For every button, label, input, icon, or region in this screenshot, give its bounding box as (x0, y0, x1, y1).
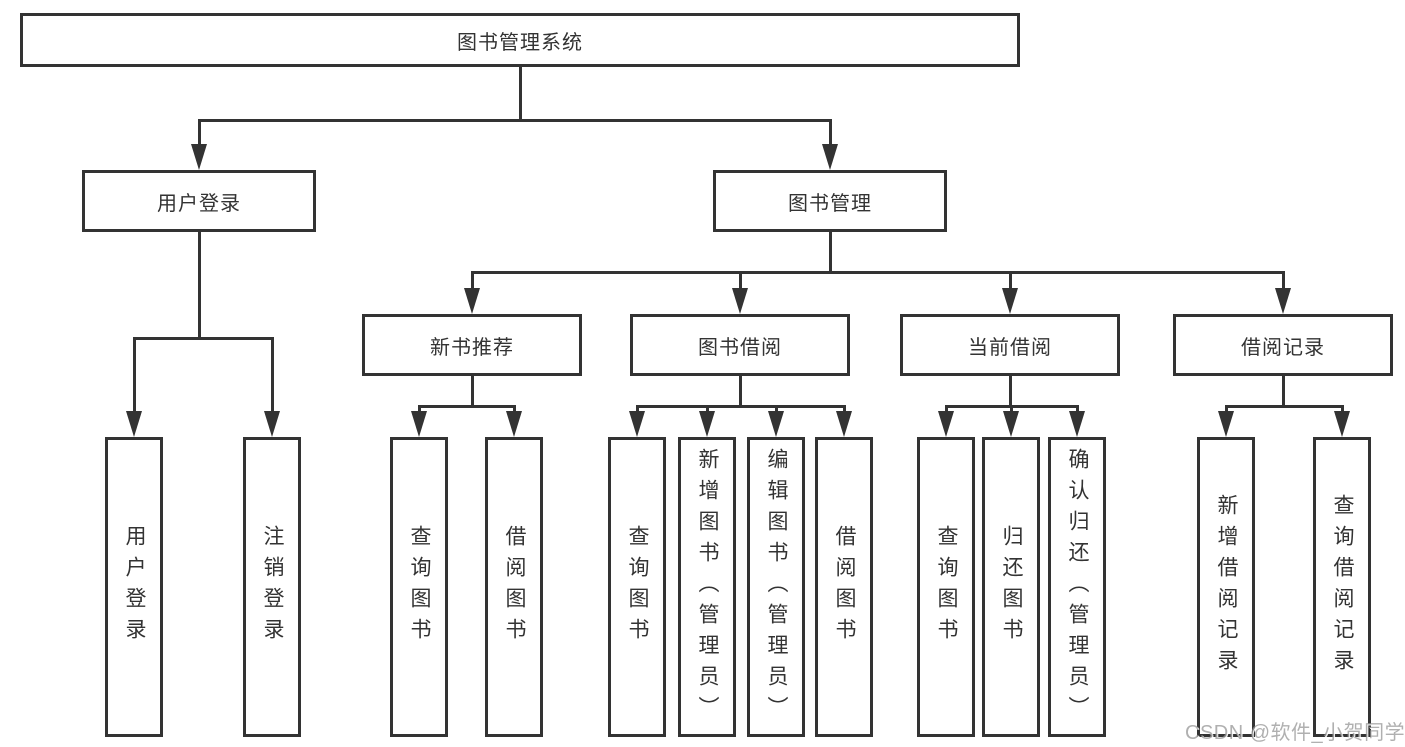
connector-vline (739, 376, 742, 406)
arrow-down-icon (1069, 411, 1085, 437)
arrow-down-icon (938, 411, 954, 437)
connector-vline (1010, 405, 1013, 414)
connector-vline (1225, 405, 1228, 414)
connector-vline (945, 405, 948, 414)
leaf-add-book-admin: 新增图书（管理员） (678, 437, 736, 737)
leaf-edit-book-admin: 编辑图书（管理员） (747, 437, 805, 737)
leaf-add-borrow-record: 新增借阅记录 (1197, 437, 1255, 737)
leaf-borrow-books-borrowing: 借阅图书 (815, 437, 873, 737)
leaf-confirm-return-admin: 确认归还（管理员） (1048, 437, 1106, 737)
csdn-watermark: CSDN @软件_小贺同学 (1185, 722, 1405, 744)
arrow-down-icon (1218, 411, 1234, 437)
connector-vline (829, 232, 832, 273)
node-new-book-recommendation: 新书推荐 (362, 314, 582, 376)
connector-vline (1009, 271, 1012, 291)
connector-vline (471, 376, 474, 406)
node-current-borrowing: 当前借阅 (900, 314, 1120, 376)
leaf-return-books: 归还图书 (982, 437, 1040, 737)
connector-vline (1009, 376, 1012, 406)
connector-vline (1282, 271, 1285, 291)
connector-vline (1076, 405, 1079, 414)
connector-hline (418, 405, 516, 408)
arrow-down-icon (1003, 411, 1019, 437)
connector-hline (133, 337, 274, 340)
arrow-down-icon (836, 411, 852, 437)
connector-vline (513, 405, 516, 414)
connector-vline (519, 67, 522, 120)
connector-vline (133, 337, 136, 413)
connector-vline (1282, 376, 1285, 406)
connector-vline (739, 271, 742, 291)
arrow-down-icon (126, 411, 142, 437)
connector-vline (198, 119, 201, 147)
leaf-query-borrow-record: 查询借阅记录 (1313, 437, 1371, 737)
arrow-down-icon (768, 411, 784, 437)
connector-vline (706, 405, 709, 414)
connector-vline (1341, 405, 1344, 414)
leaf-user-login: 用户登录 (105, 437, 163, 737)
arrow-down-icon (411, 411, 427, 437)
arrow-down-icon (822, 144, 838, 170)
arrow-down-icon (464, 288, 480, 314)
leaf-query-books-borrowing: 查询图书 (608, 437, 666, 737)
connector-vline (843, 405, 846, 414)
node-user-login: 用户登录 (82, 170, 316, 232)
node-book-borrowing: 图书借阅 (630, 314, 850, 376)
leaf-borrow-books-recommend: 借阅图书 (485, 437, 543, 737)
node-book-management: 图书管理 (713, 170, 947, 232)
leaf-logout: 注销登录 (243, 437, 301, 737)
arrow-down-icon (1275, 288, 1291, 314)
connector-hline (636, 405, 846, 408)
connector-hline (198, 119, 832, 122)
arrow-down-icon (506, 411, 522, 437)
connector-vline (829, 119, 832, 147)
node-root-library-management-system: 图书管理系统 (20, 13, 1020, 67)
arrow-down-icon (191, 144, 207, 170)
arrow-down-icon (732, 288, 748, 314)
connector-hline (471, 271, 1285, 274)
connector-vline (271, 337, 274, 413)
connector-vline (198, 232, 201, 338)
arrow-down-icon (699, 411, 715, 437)
node-borrowing-records: 借阅记录 (1173, 314, 1393, 376)
connector-vline (775, 405, 778, 414)
arrow-down-icon (1334, 411, 1350, 437)
connector-vline (418, 405, 421, 414)
arrow-down-icon (1002, 288, 1018, 314)
connector-vline (636, 405, 639, 414)
leaf-query-books-recommend: 查询图书 (390, 437, 448, 737)
connector-vline (471, 271, 474, 291)
connector-hline (1225, 405, 1344, 408)
arrow-down-icon (264, 411, 280, 437)
arrow-down-icon (629, 411, 645, 437)
leaf-query-books-current: 查询图书 (917, 437, 975, 737)
